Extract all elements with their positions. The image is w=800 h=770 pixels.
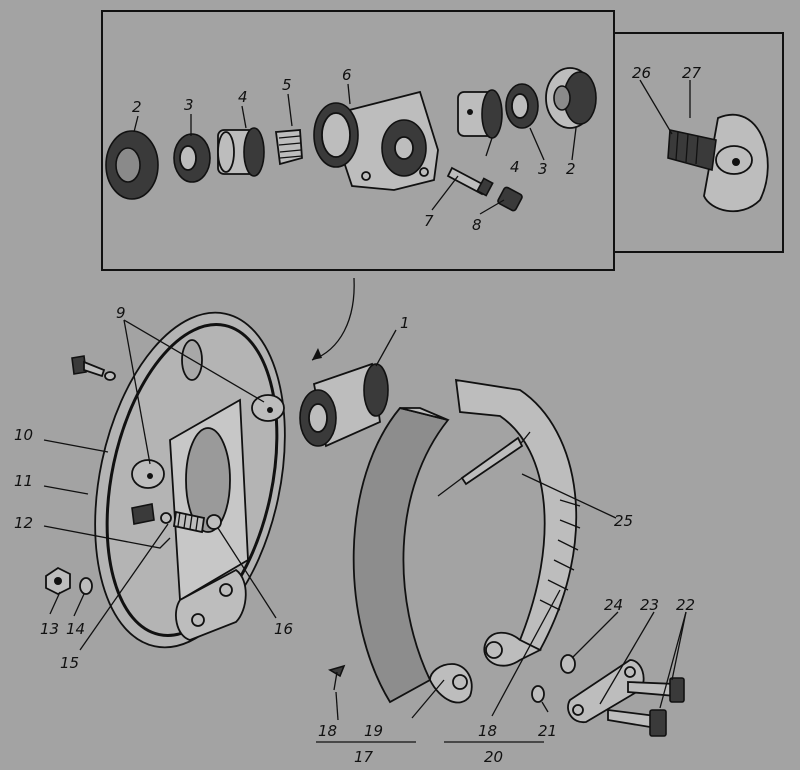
part-4-left-piston	[217, 127, 265, 177]
label-3-right: 3	[538, 160, 548, 178]
label-23: 23	[640, 596, 659, 614]
backing-plate	[94, 311, 286, 649]
assembly-arrow-head	[312, 348, 322, 360]
part-8-bleeder-cap	[497, 186, 523, 212]
label-17: 17	[354, 748, 374, 766]
part-16-spring-assembly	[160, 510, 222, 534]
part-25-return-spring	[437, 431, 531, 497]
part-24-washer	[560, 654, 576, 674]
part-22-anchor-pins	[607, 677, 685, 737]
label-16: 16	[274, 620, 293, 638]
label-15: 15	[60, 654, 79, 672]
part-18-rivet-left	[328, 664, 346, 691]
part-13-nut	[45, 566, 71, 596]
adjuster-inset-frame	[613, 32, 784, 253]
label-12: 12	[14, 514, 33, 532]
part-12-retainer	[131, 503, 155, 525]
backing-bolt	[71, 355, 116, 381]
part-21-washer	[531, 685, 545, 703]
label-18-left: 18	[318, 722, 337, 740]
rear-brake-shoe	[454, 378, 581, 667]
part-2-right-cap	[545, 67, 597, 129]
label-19: 19	[364, 722, 383, 740]
label-27: 27	[682, 64, 702, 82]
label-7: 7	[424, 212, 434, 230]
part-9-eccentric-top	[251, 394, 285, 422]
label-2-right: 2	[566, 160, 576, 178]
label-8: 8	[472, 216, 482, 234]
label-13: 13	[40, 620, 59, 638]
part-7-bleeder-valve	[446, 166, 494, 197]
label-26: 26	[632, 64, 651, 82]
label-3-left: 3	[184, 96, 194, 114]
label-25: 25	[614, 512, 633, 530]
label-18-right: 18	[478, 722, 497, 740]
part-3-right-seal	[505, 83, 539, 129]
part-3-left-seal	[173, 133, 211, 183]
part-6-cylinder-body	[313, 90, 439, 191]
label-21: 21	[538, 722, 557, 740]
label-4-left: 4	[238, 88, 248, 106]
label-20: 20	[484, 748, 503, 766]
label-5: 5	[282, 76, 292, 94]
part-1-wheel-cylinder	[299, 362, 389, 448]
part-2-left-cap	[105, 130, 159, 200]
label-11: 11	[14, 472, 33, 490]
label-24: 24	[604, 596, 623, 614]
part-26-27-adjuster	[667, 113, 769, 213]
part-5-spring	[274, 129, 303, 166]
label-10: 10	[14, 426, 33, 444]
label-6: 6	[342, 66, 352, 84]
leader-lines	[43, 79, 691, 743]
part-9-eccentric-bottom	[131, 459, 165, 489]
label-14: 14	[66, 620, 85, 638]
front-brake-shoe	[352, 406, 473, 704]
assembly-arrow	[311, 277, 355, 361]
label-22: 22	[676, 596, 695, 614]
label-9: 9	[116, 304, 126, 322]
label-2-left: 2	[132, 98, 142, 116]
label-1: 1	[400, 314, 410, 332]
part-14-washer	[79, 577, 93, 595]
label-4-right: 4	[510, 158, 520, 176]
part-4-right-piston	[457, 89, 503, 139]
